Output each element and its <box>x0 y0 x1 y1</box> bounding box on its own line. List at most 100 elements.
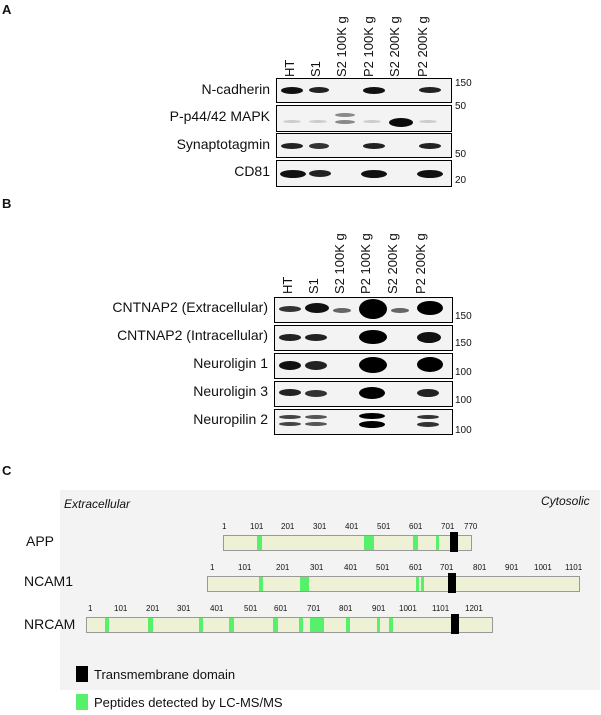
legend-label-tm: Transmembrane domain <box>94 667 236 682</box>
residue-tick: 1101 <box>432 604 450 613</box>
peptide-mark <box>273 618 278 632</box>
peptide-mark <box>148 618 153 632</box>
residue-tick: 1001 <box>399 604 417 613</box>
lane-label: P2 100K g <box>358 233 373 294</box>
blot-p-mapk <box>276 105 452 132</box>
lane-label: S2 200K g <box>385 233 400 294</box>
blot-label-synaptotagmin: Synaptotagmin <box>176 136 270 152</box>
band <box>305 334 327 341</box>
band <box>419 87 441 93</box>
band <box>363 120 381 123</box>
band <box>417 415 439 419</box>
residue-tick: 201 <box>146 604 160 613</box>
lane-label: S1 <box>308 61 323 77</box>
legend-swatch-peptides <box>76 694 88 710</box>
blot-synaptotagmin <box>276 133 452 158</box>
blot-cntnap2-intracellular <box>274 325 453 351</box>
residue-tick: 401 <box>344 563 358 572</box>
blot-label-cntnap2-intracellular: CNTNAP2 (Intracellular) <box>117 327 268 343</box>
band <box>279 334 301 341</box>
blot-label-cntnap2-extracellular: CNTNAP2 (Extracellular) <box>112 299 268 315</box>
band <box>281 87 303 94</box>
mw-marker: 150 <box>455 338 472 349</box>
band <box>279 306 301 312</box>
panel-c-letter: C <box>2 463 12 478</box>
band <box>417 332 441 343</box>
band <box>417 170 443 178</box>
lane-label: S2 100K g <box>332 233 347 294</box>
tm-domain-mark <box>450 532 458 552</box>
lane-label: S2 200K g <box>387 16 402 77</box>
blot-label-neuroligin-3: Neuroligin 3 <box>193 383 268 399</box>
residue-tick: 201 <box>281 522 295 531</box>
blot-neuropilin-2 <box>274 409 453 435</box>
peptide-mark <box>300 577 309 591</box>
mw-marker: 50 <box>455 101 467 112</box>
lane-label: P2 200K g <box>415 16 430 77</box>
residue-tick: 701 <box>441 522 455 531</box>
band <box>309 120 327 123</box>
band <box>389 118 413 127</box>
mw-marker: 150 <box>455 78 472 89</box>
protein-label-app: APP <box>26 533 55 549</box>
residue-tick: 701 <box>440 563 454 572</box>
band <box>359 413 385 419</box>
band <box>279 361 301 370</box>
band <box>305 422 327 426</box>
peptide-mark <box>377 618 380 632</box>
band <box>305 361 327 370</box>
band <box>361 170 387 178</box>
blot-label-cd81: CD81 <box>234 163 270 179</box>
band <box>309 170 331 177</box>
band <box>309 143 329 149</box>
band <box>335 120 355 124</box>
residue-tick: 401 <box>210 604 224 613</box>
residue-tick: 501 <box>244 604 258 613</box>
blot-n-cadherin <box>276 78 452 103</box>
band <box>305 303 329 313</box>
residue-tick: 301 <box>313 522 327 531</box>
lane-label: P2 100K g <box>361 16 376 77</box>
residue-tick: 1 <box>88 604 93 613</box>
band <box>359 387 385 399</box>
protein-label-nrcam: NRCAM <box>24 616 76 632</box>
blot-label-neuroligin-1: Neuroligin 1 <box>193 355 268 371</box>
extracellular-label: Extracellular <box>64 497 131 511</box>
residue-tick: 1 <box>222 522 227 531</box>
peptide-mark <box>310 618 324 632</box>
band <box>305 390 327 397</box>
blot-cntnap2-extracellular <box>274 297 453 323</box>
peptide-mark <box>199 618 203 632</box>
band <box>391 308 409 313</box>
lane-label: HT <box>282 59 297 77</box>
residue-tick: 301 <box>310 563 324 572</box>
band <box>363 143 385 149</box>
mw-marker: 50 <box>455 149 467 160</box>
peptide-mark <box>346 618 350 632</box>
blot-cd81 <box>276 160 452 187</box>
band <box>363 87 385 94</box>
band <box>280 170 306 178</box>
tm-domain-mark <box>448 573 456 593</box>
residue-tick: 301 <box>177 604 191 613</box>
band <box>283 120 301 123</box>
band <box>417 422 439 427</box>
peptide-mark <box>413 536 418 550</box>
residue-tick: 901 <box>505 563 519 572</box>
mw-marker: 150 <box>455 311 472 322</box>
residue-tick: 1001 <box>534 563 552 572</box>
peptide-mark <box>259 577 263 591</box>
band <box>333 308 351 313</box>
mw-marker: 100 <box>455 395 472 406</box>
cytosolic-label: Cytosolic <box>541 494 590 508</box>
peptide-mark <box>299 618 303 632</box>
blot-neuroligin-3 <box>274 381 453 407</box>
peptide-mark <box>436 536 439 550</box>
residue-tick: 1201 <box>465 604 483 613</box>
band <box>417 389 439 397</box>
residue-tick: 801 <box>473 563 487 572</box>
residue-tick: 201 <box>276 563 290 572</box>
panel-a-letter: A <box>2 2 12 17</box>
band <box>335 113 355 117</box>
band <box>279 422 301 426</box>
